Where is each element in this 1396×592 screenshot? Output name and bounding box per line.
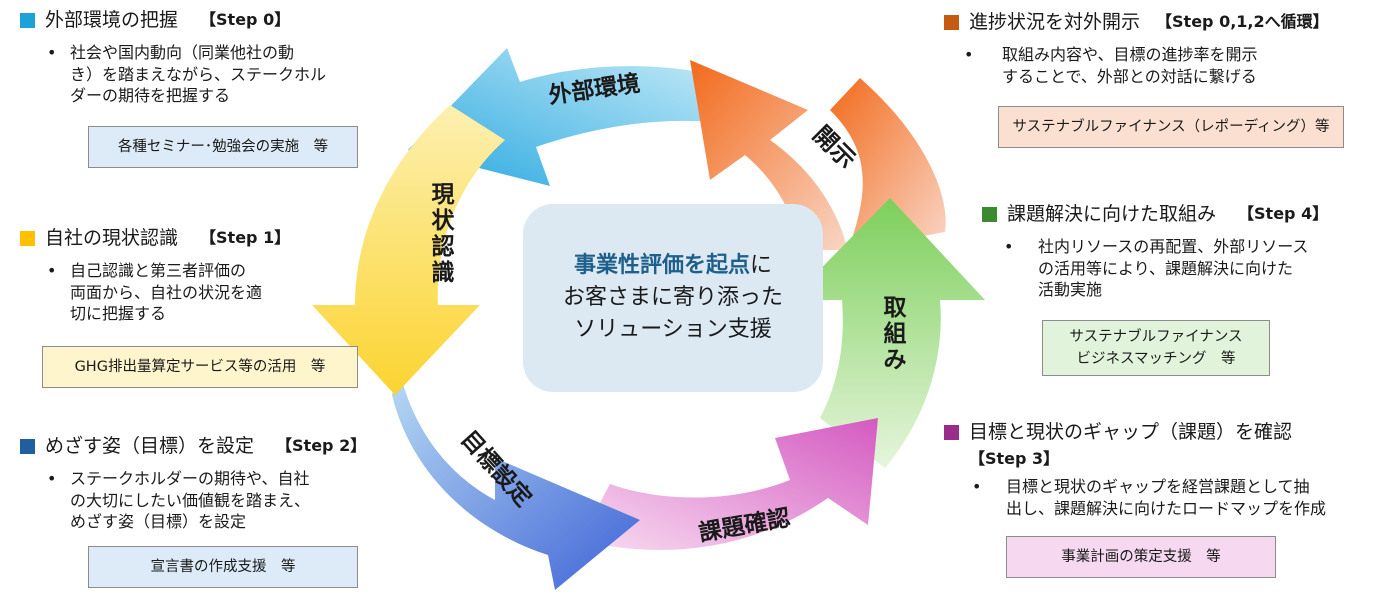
- center-highlight: 事業性評価を起点: [573, 253, 750, 278]
- step4-bullet: 社内リソースの再配置、外部リソース の活用等により、課題解決に向けた 活動実施: [1038, 237, 1309, 299]
- step1-bullet: 自己認識と第三者評価の 両面から、自社の状況を適 切に把握する: [70, 261, 263, 323]
- disclose-step: 【Step 0,1,2へ循環】: [1156, 12, 1329, 31]
- disclose-title: 進捗状況を対外開示: [969, 11, 1141, 33]
- arrow-current: [312, 105, 505, 395]
- step3-step: 【Step 3】: [969, 449, 1060, 468]
- center-line1-rest: に: [750, 253, 773, 278]
- step3-box: 事業計画の策定支援 等: [1006, 536, 1276, 578]
- panel-disclose: 進捗状況を対外開示 【Step 0,1,2へ循環】 •取組み内容や、目標の進捗率…: [944, 10, 1384, 87]
- step4-marker: [982, 206, 997, 222]
- step2-bullet: ステークホルダーの期待や、自社 の大切にしたい価値観を踏まえ、 めざす姿（目標）…: [70, 469, 311, 531]
- step0-step: 【Step 0】: [200, 10, 291, 29]
- arrow-goal: [392, 365, 640, 590]
- arrow-disclosure: [690, 60, 848, 250]
- label-action: 取組み: [883, 295, 907, 373]
- step2-box: 宣言書の作成支援 等: [88, 546, 358, 588]
- panel-step1: 自社の現状認識 【Step 1】 •自己認識と第三者評価の 両面から、自社の状況…: [20, 226, 400, 325]
- step1-step: 【Step 1】: [200, 228, 291, 247]
- panel-step4: 課題解決に向けた取組み 【Step 4】 •社内リソースの再配置、外部リソース …: [982, 202, 1382, 301]
- panel-step2: めざす姿（目標）を設定 【Step 2】 •ステークホルダーの期待や、自社 の大…: [20, 434, 410, 533]
- step1-box: GHG排出量算定サービス等の活用 等: [42, 346, 358, 388]
- step4-step: 【Step 4】: [1238, 204, 1329, 223]
- panel-step3: 目標と現状のギャップ（課題）を確認 【Step 3】 •目標と現状のギャップを経…: [944, 420, 1384, 519]
- step0-marker: [20, 12, 35, 28]
- center-line3: ソリューション支援: [574, 317, 772, 342]
- step0-title: 外部環境の把握: [45, 9, 179, 31]
- disclose-box: サステナブルファイナンス（レポーディング）等: [998, 106, 1344, 148]
- label-current: 現状 認識: [431, 182, 455, 286]
- step1-marker: [20, 230, 35, 246]
- panel-step0: 外部環境の把握 【Step 0】 •社会や国内動向（同業他社の動 き）を踏まえな…: [20, 8, 400, 107]
- step1-title: 自社の現状認識: [45, 227, 179, 249]
- step2-step: 【Step 2】: [276, 436, 367, 455]
- arrow-action: [790, 198, 985, 468]
- disclose-bullet: 取組み内容や、目標の進捗率を開示 することで、外部との対話に繋げる: [1002, 45, 1258, 86]
- step0-box: 各種セミナー･勉強会の実施 等: [88, 126, 358, 168]
- step2-title: めざす姿（目標）を設定: [45, 435, 255, 457]
- arrow-issue: [580, 418, 878, 551]
- center-line2: お客さまに寄り添った: [562, 285, 783, 310]
- step3-marker: [944, 424, 959, 440]
- step4-title: 課題解決に向けた取組み: [1007, 203, 1217, 225]
- disclose-marker: [944, 14, 959, 30]
- center-message: 事業性評価を起点に お客さまに寄り添った ソリューション支援: [523, 204, 823, 392]
- step3-bullet: 目標と現状のギャップを経営課題として抽 出し、課題解決に向けたロードマップを作成: [1006, 477, 1327, 518]
- step4-box: サステナブルファイナンス ビジネスマッチング 等: [1042, 320, 1270, 376]
- step2-marker: [20, 438, 35, 454]
- step3-title: 目標と現状のギャップ（課題）を確認: [969, 421, 1293, 443]
- step0-bullet: 社会や国内動向（同業他社の動 き）を踏まえながら、ステークホル ダーの期待を把握…: [70, 43, 327, 105]
